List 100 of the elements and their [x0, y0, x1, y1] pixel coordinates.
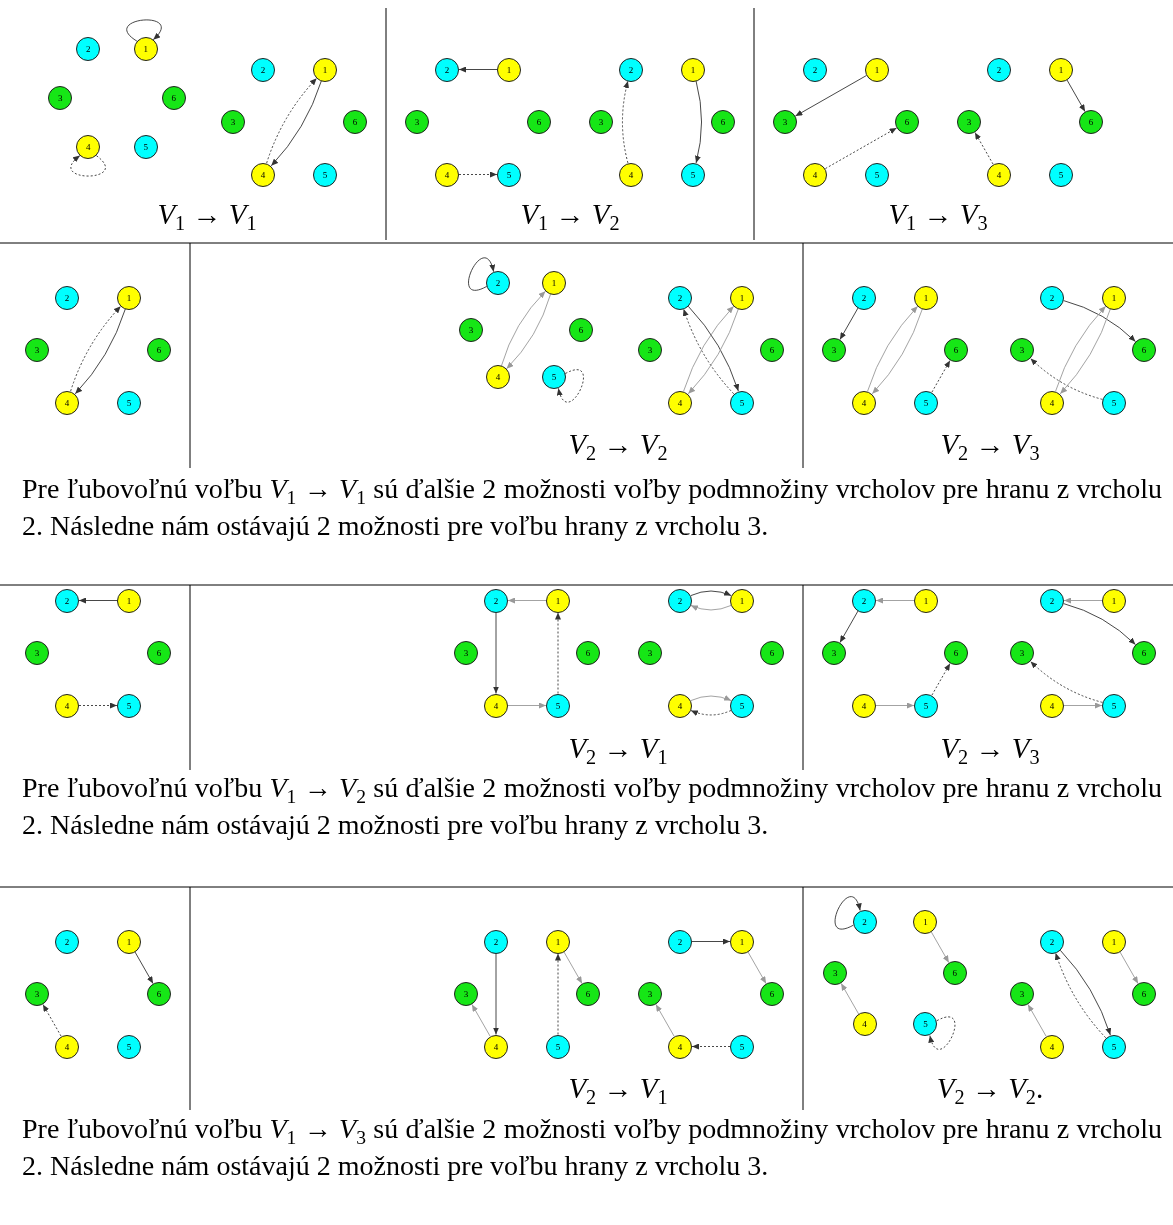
vertex-circle: 6: [760, 641, 784, 665]
vertex-circle: 3: [589, 110, 613, 134]
vertex-circle: 5: [865, 162, 889, 187]
vertex-circle: 2: [852, 285, 876, 310]
vertex-circle: 4: [484, 1034, 508, 1059]
vertex-circle: 4: [668, 390, 692, 415]
vertex-circle: 3: [638, 982, 662, 1006]
vertex-circle: 5: [1049, 162, 1073, 187]
vertex-circle: 4: [668, 693, 692, 718]
vertex-circle: 4: [803, 162, 827, 187]
vertex-circle: 5: [681, 162, 705, 187]
vertex-circle: 2: [1040, 285, 1064, 310]
vertex-circle: 4: [251, 162, 275, 187]
vertex-circle: 1: [541, 270, 566, 295]
vertex-circle: 5: [730, 390, 754, 415]
mapping-caption: V$_{1}$ → V$_{2}$: [520, 198, 620, 231]
vertex-circle: 5: [546, 693, 570, 718]
vertex-circle: 1: [865, 57, 889, 82]
vertex-circle: 6: [568, 318, 593, 342]
vertex-circle: 2: [55, 929, 79, 954]
vertex-circle: 3: [405, 110, 429, 134]
vertex-circle: 1: [133, 37, 158, 62]
vertex-circle: 2: [1040, 929, 1064, 954]
vertex-circle: 4: [55, 390, 79, 415]
vertex-circle: 3: [25, 641, 49, 665]
vertex-circle: 6: [576, 982, 600, 1006]
vertex-circle: 2: [619, 57, 643, 82]
mapping-caption: V$_{2}$ → V$_{1}$: [568, 1072, 668, 1105]
vertex-circle: 5: [546, 1034, 570, 1059]
explanation-paragraph: Pre ľubovoľnú voľbu V$_{1}$ → V$_{3}$ sú ďalšie 2 možnosti voľby podmnožiny vrcholov pre hranu z vrcholu 2. Následne nám ostávajú 2 možnosti pre voľbu hrany z vrcholu 3.: [22, 1112, 1162, 1183]
vertex-circle: 1: [730, 588, 754, 613]
vertex-circle: 6: [942, 961, 967, 985]
vertex-circle: 1: [546, 929, 570, 954]
vertex-circle: 4: [852, 390, 876, 415]
vertex-circle: 2: [1040, 588, 1064, 613]
vertex-circle: 1: [117, 285, 141, 310]
vertex-circle: 1: [1049, 57, 1073, 82]
vertex-circle: 2: [668, 929, 692, 954]
vertex-circle: 4: [76, 134, 101, 159]
vertex-circle: 1: [913, 909, 938, 934]
vertex-circle: 5: [730, 693, 754, 718]
vertex-circle: 3: [454, 641, 478, 665]
vertex-circle: 4: [1040, 693, 1064, 718]
vertex-circle: 5: [1102, 1034, 1126, 1059]
vertex-circle: 3: [48, 86, 73, 110]
vertex-circle: 2: [987, 57, 1011, 82]
vertex-circle: 5: [730, 1034, 754, 1059]
vertex-circle: 6: [161, 86, 186, 110]
vertex-circle: 3: [823, 961, 848, 985]
vertex-circle: 1: [546, 588, 570, 613]
vertex-circle: 6: [760, 338, 784, 362]
vertex-circle: 6: [343, 110, 367, 134]
mapping-caption: V$_{2}$ → V$_{3}$: [940, 732, 1040, 765]
vertex-circle: 1: [730, 285, 754, 310]
vertex-circle: 6: [944, 641, 968, 665]
vertex-circle: 4: [484, 693, 508, 718]
vertex-circle: 2: [76, 37, 101, 62]
vertex-circle: 3: [957, 110, 981, 134]
vertex-circle: 2: [435, 57, 459, 82]
vertex-circle: 5: [1102, 693, 1126, 718]
vertex-circle: 4: [55, 1034, 79, 1059]
vertex-circle: 5: [1102, 390, 1126, 415]
vertex-circle: 6: [711, 110, 735, 134]
vertex-circle: 2: [484, 588, 508, 613]
vertex-circle: 6: [147, 982, 171, 1006]
vertex-circle: 4: [852, 693, 876, 718]
mapping-caption: V$_{2}$ → V$_{3}$: [940, 428, 1040, 461]
vertex-circle: 3: [1010, 982, 1034, 1006]
vertex-circle: 5: [497, 162, 521, 187]
vertex-circle: 5: [914, 693, 938, 718]
mapping-caption: V$_{1}$ → V$_{1}$: [157, 198, 257, 231]
vertex-circle: 6: [895, 110, 919, 134]
vertex-circle: 2: [668, 285, 692, 310]
vertex-circle: 3: [773, 110, 797, 134]
mapping-caption: V$_{2}$ → V$_{1}$: [568, 732, 668, 765]
vertex-circle: 5: [914, 390, 938, 415]
vertex-circle: 2: [484, 929, 508, 954]
vertex-circle: 4: [668, 1034, 692, 1059]
vertex-circle: 1: [914, 285, 938, 310]
vertex-circle: 4: [1040, 1034, 1064, 1059]
vertex-circle: 4: [619, 162, 643, 187]
mapping-caption: V$_{1}$ → V$_{3}$: [888, 198, 988, 231]
vertex-circle: 2: [55, 588, 79, 613]
vertex-circle: 4: [1040, 390, 1064, 415]
vertex-circle: 2: [486, 270, 511, 295]
vertex-circle: 1: [1102, 285, 1126, 310]
vertex-circle: 1: [313, 57, 337, 82]
vertex-circle: 4: [852, 1012, 877, 1037]
vertex-circle: 2: [251, 57, 275, 82]
vertex-circle: 4: [435, 162, 459, 187]
vertex-circle: 5: [313, 162, 337, 187]
vertex-circle: 6: [1132, 982, 1156, 1006]
vertex-circle: 3: [1010, 338, 1034, 362]
vertex-circle: 2: [852, 909, 877, 934]
vertex-circle: 1: [117, 588, 141, 613]
vertex-circle: 6: [576, 641, 600, 665]
vertex-circle: 3: [822, 641, 846, 665]
vertex-circle: 3: [459, 318, 484, 342]
vertex-circle: 1: [914, 588, 938, 613]
mapping-caption: V$_{2}$ → V$_{2}$: [568, 428, 668, 461]
